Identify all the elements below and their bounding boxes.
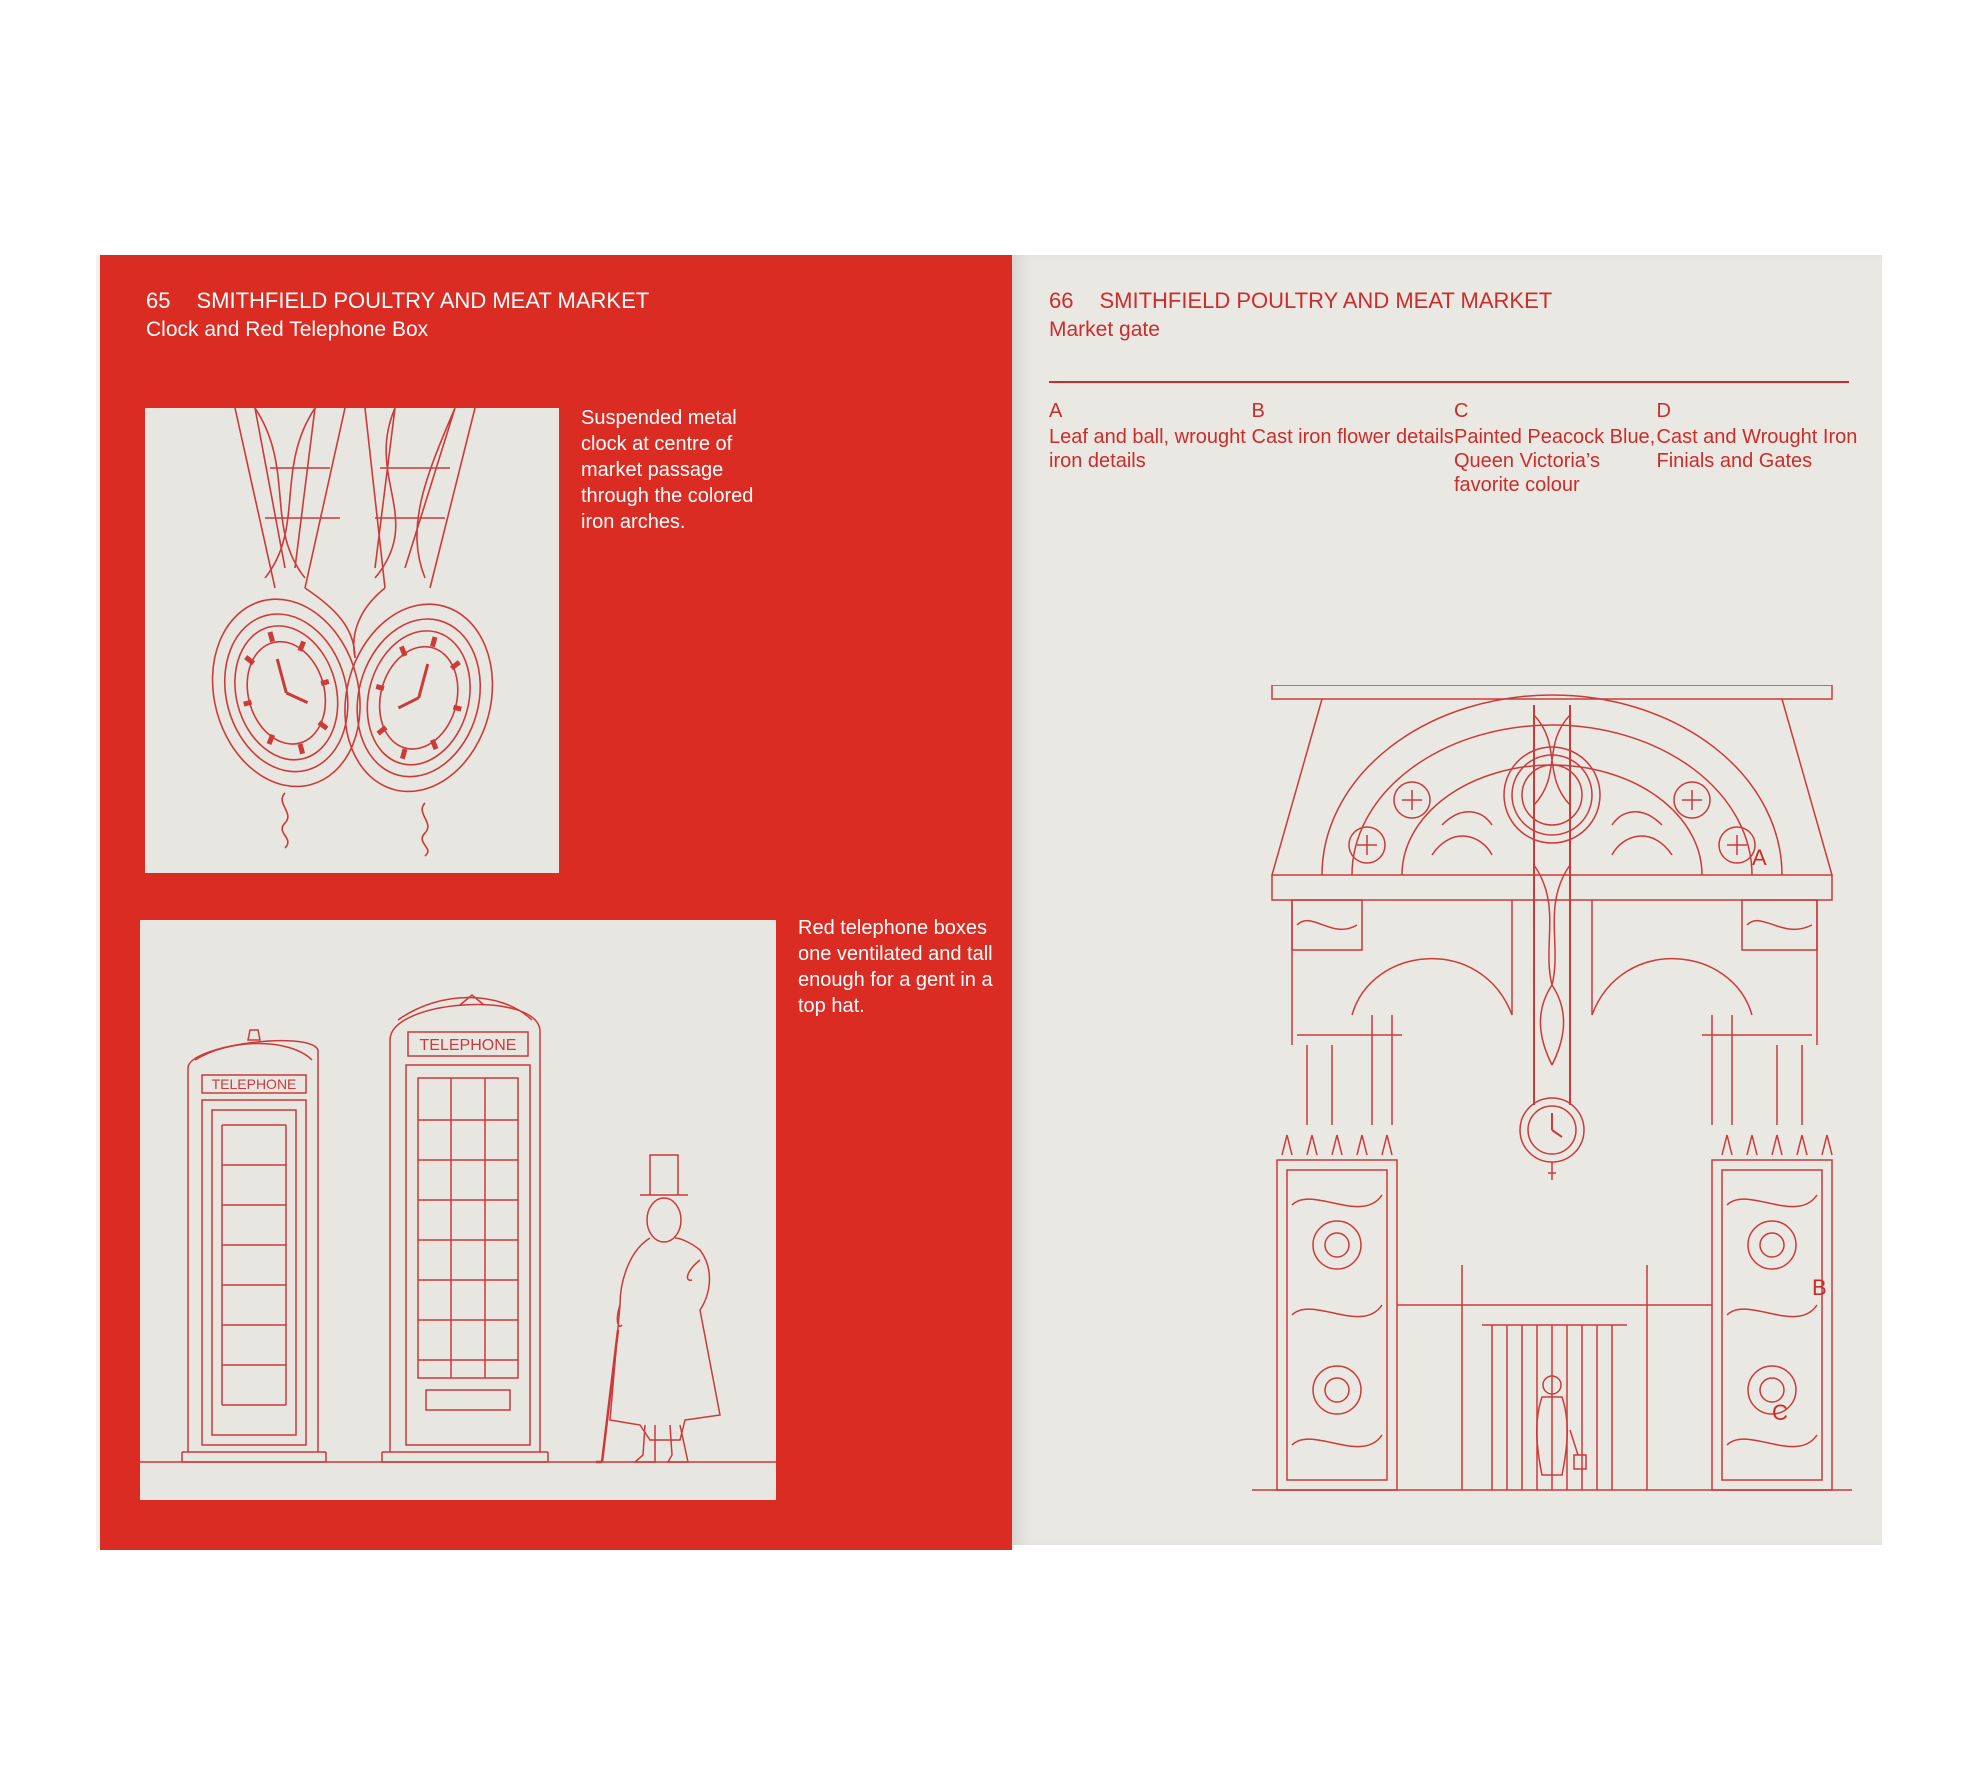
market-gate-illustration: A B C	[1252, 685, 1852, 1495]
right-page-header: 66 SMITHFIELD POULTRY AND MEAT MARKET Ma…	[1049, 288, 1552, 343]
legend-text: Painted Peacock Blue, Queen Victoria’s f…	[1454, 426, 1656, 496]
clock-illustration	[145, 408, 559, 873]
page-number: 66	[1049, 288, 1074, 313]
page-title: SMITHFIELD POULTRY AND MEAT MARKET	[1099, 288, 1553, 313]
telephone-illustration: TELEPHONE TELEPHONE	[140, 920, 776, 1500]
telephone-box-tall: TELEPHONE	[381, 994, 549, 1463]
legend-letter: B	[1251, 400, 1265, 422]
legend-letter: C	[1454, 400, 1469, 422]
left-page: 65 SMITHFIELD POULTRY AND MEAT MARKET Cl…	[100, 255, 1012, 1550]
legend: A Leaf and ball, wrought iron details B …	[1049, 399, 1859, 497]
legend-item-c: C Painted Peacock Blue, Queen Victoria’s…	[1454, 399, 1657, 497]
telephone-sign-right: TELEPHONE	[420, 1037, 517, 1054]
left-page-header: 65 SMITHFIELD POULTRY AND MEAT MARKET Cl…	[146, 288, 649, 343]
legend-item-a: A Leaf and ball, wrought iron details	[1049, 399, 1252, 497]
legend-item-d: D Cast and Wrought Iron Finials and Gate…	[1657, 399, 1860, 497]
page-number: 65	[146, 288, 171, 313]
marker-c: C	[1772, 1400, 1788, 1425]
page-title: SMITHFIELD POULTRY AND MEAT MARKET	[196, 288, 650, 313]
telephone-sign-left: TELEPHONE	[212, 1076, 297, 1092]
clock-caption: Suspended metal clock at centre of marke…	[581, 407, 754, 533]
header-rule	[1049, 381, 1849, 383]
telephone-box-small: TELEPHONE	[181, 1029, 327, 1463]
legend-text: Cast and Wrought Iron Finials and Gates	[1656, 426, 1858, 472]
marker-a: A	[1752, 845, 1767, 870]
legend-letter: D	[1656, 400, 1671, 422]
legend-item-b: B Cast iron flower details	[1252, 399, 1455, 497]
right-page: 66 SMITHFIELD POULTRY AND MEAT MARKET Ma…	[1012, 255, 1882, 1545]
marker-b: B	[1812, 1275, 1827, 1300]
gentleman-figure	[596, 1154, 721, 1464]
legend-text: Leaf and ball, wrought iron details	[1049, 426, 1246, 472]
legend-text: Cast iron flower details	[1251, 426, 1454, 448]
telephone-caption: Red telephone boxes one ventilated and t…	[798, 917, 993, 1017]
page-subtitle: Market gate	[1049, 318, 1160, 342]
legend-letter: A	[1049, 400, 1063, 422]
page-subtitle: Clock and Red Telephone Box	[146, 318, 429, 342]
